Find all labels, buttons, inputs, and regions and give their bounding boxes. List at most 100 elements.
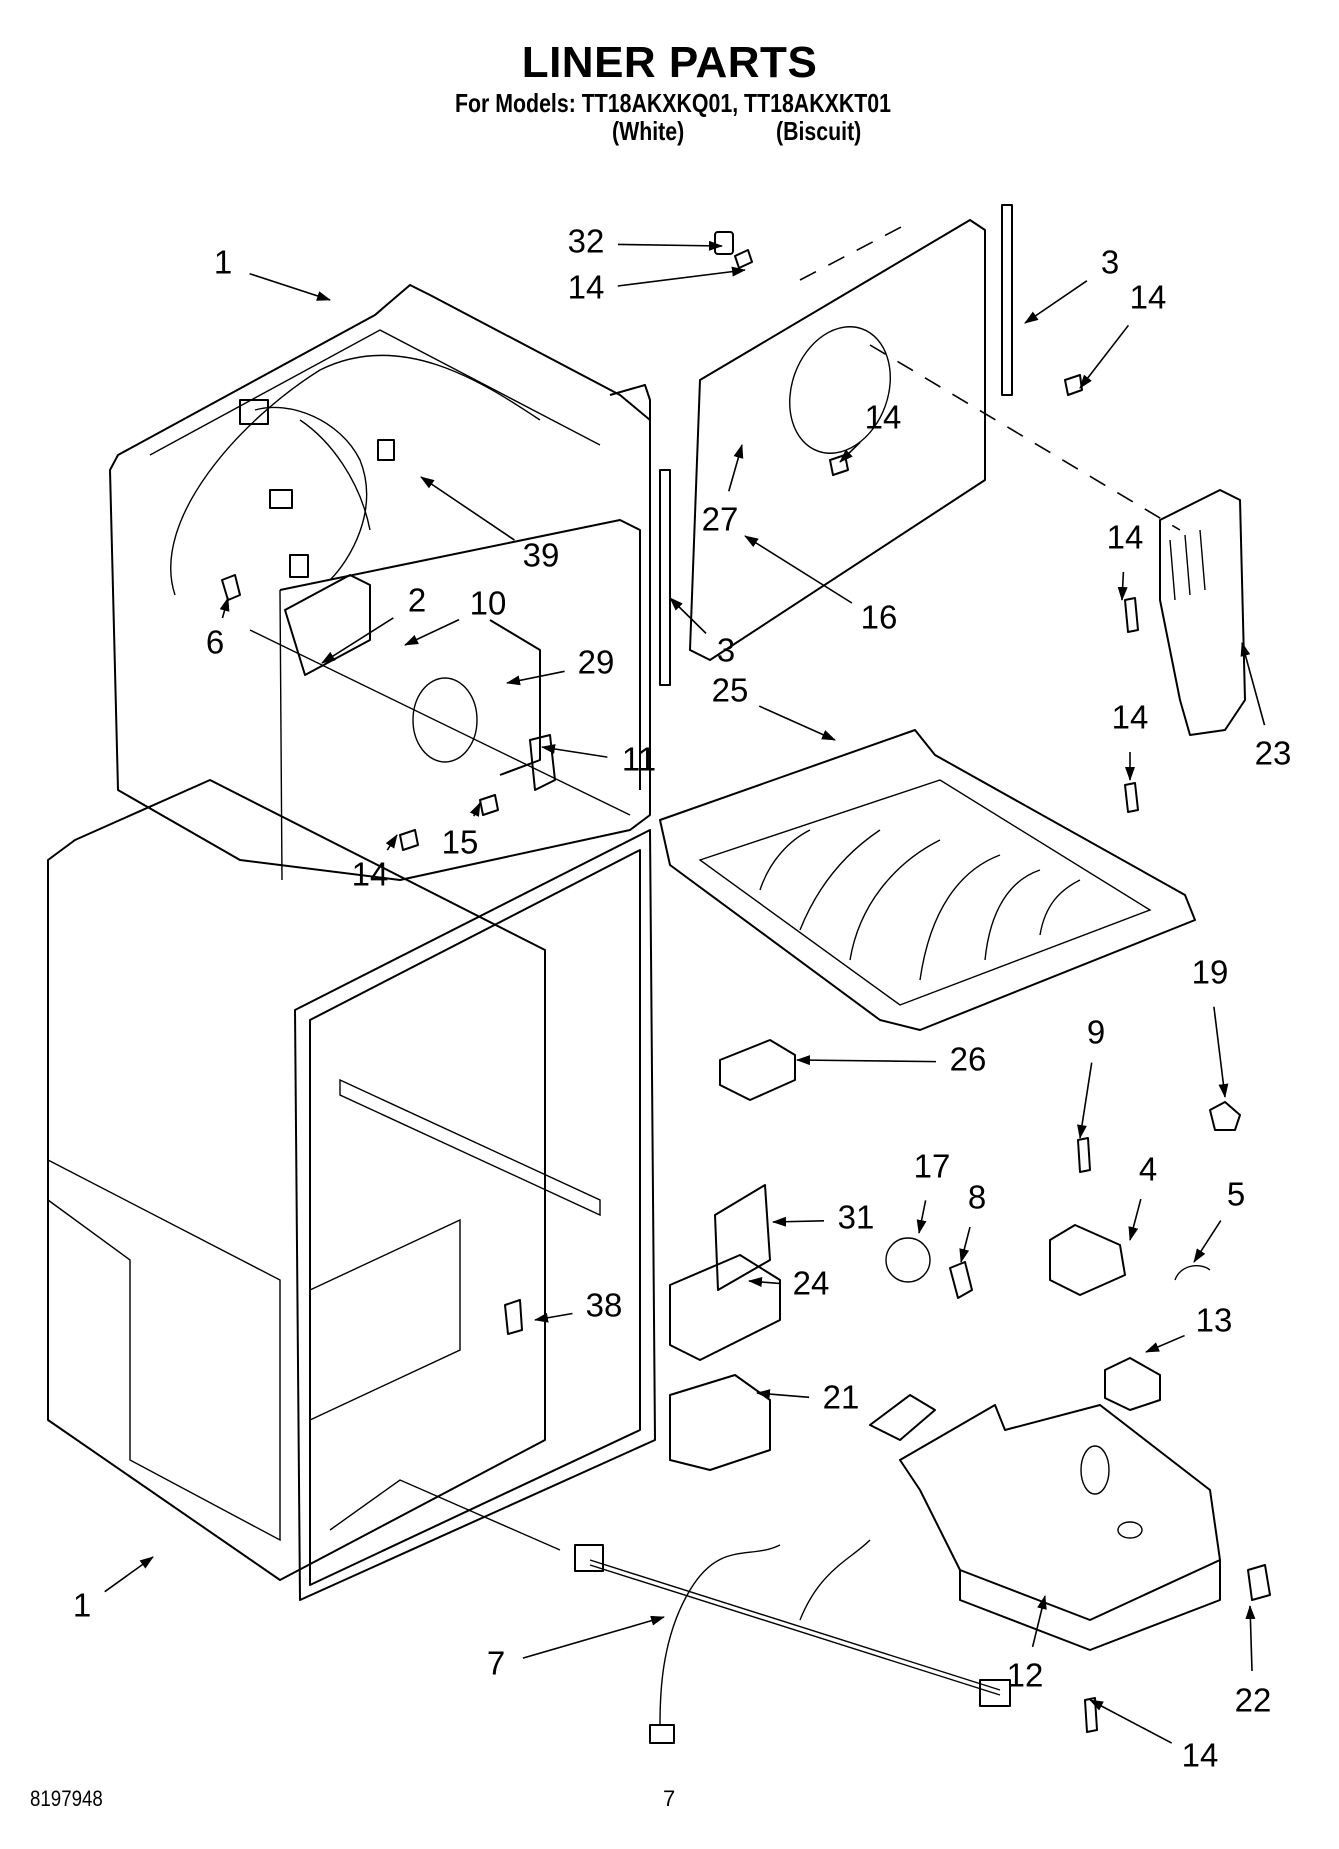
callout-17: 17: [914, 1148, 951, 1234]
part-number-label: 7: [487, 1645, 505, 1682]
variant-white: (White): [612, 116, 685, 146]
callout-14: 14: [1107, 519, 1144, 601]
part-number-label: 2: [408, 582, 426, 619]
part-number-label: 17: [914, 1148, 951, 1185]
part-number-label: 29: [578, 644, 615, 681]
freezer-wiring-harness: [170, 354, 541, 596]
fresh-food-liner: [47, 779, 656, 1601]
fan-motor-assembly: [249, 574, 631, 816]
leader-arrow: [1213, 1006, 1229, 1098]
callout-3: 3: [1024, 244, 1119, 324]
leader-arrow: [1031, 1595, 1047, 1648]
callout-8: 8: [959, 1179, 986, 1263]
callout-14: 14: [1079, 279, 1167, 389]
leader-arrow: [420, 476, 515, 541]
leader-arrow: [1240, 642, 1266, 726]
part-number-label: 12: [1007, 1657, 1044, 1694]
leader-arrow: [506, 670, 565, 686]
callout-14: 14: [1089, 1699, 1219, 1774]
part-number-label: 14: [352, 856, 389, 893]
callout-4: 4: [1128, 1151, 1157, 1241]
part-number-label: 5: [1227, 1176, 1245, 1213]
leader-arrow: [1145, 1334, 1185, 1353]
part-number-label: 3: [1101, 244, 1119, 281]
leader-arrow: [1245, 1605, 1256, 1672]
part-number-label: 16: [861, 599, 898, 636]
leader-arrow: [321, 617, 394, 664]
callout-23: 23: [1240, 642, 1292, 772]
part-number-label: 1: [214, 244, 232, 281]
part-number-label: 8: [968, 1179, 986, 1216]
part-number-label: 27: [702, 501, 739, 538]
document-number: 8197948: [30, 1786, 103, 1811]
freezer-liner: [109, 284, 651, 881]
part-number-label: 38: [586, 1287, 623, 1324]
part-number-label: 4: [1139, 1151, 1157, 1188]
part-number-label: 24: [793, 1265, 830, 1302]
leader-arrow: [728, 444, 744, 492]
leader-arrow: [617, 240, 723, 251]
leader-arrow: [916, 1200, 927, 1234]
callout-29: 29: [506, 644, 615, 686]
part-number-label: 14: [1130, 279, 1167, 316]
callout-22: 22: [1235, 1605, 1272, 1719]
callout-10: 10: [404, 585, 507, 646]
callout-14: 14: [839, 399, 902, 463]
callout-14: 14: [568, 266, 746, 306]
part-number-label: 11: [622, 741, 656, 778]
callout-32: 32: [568, 223, 723, 260]
callout-11: 11: [541, 741, 656, 778]
part-number-label: 22: [1235, 1682, 1272, 1719]
leader-arrow: [469, 802, 481, 817]
callout-12: 12: [1007, 1595, 1047, 1694]
part-number-label: 10: [470, 585, 507, 622]
part-number-label: 31: [838, 1199, 875, 1236]
part-number-label: 6: [206, 624, 224, 661]
part-number-label: 23: [1255, 735, 1292, 772]
leader-arrow: [748, 1277, 780, 1288]
part-number-label: 14: [1182, 1737, 1219, 1774]
part-number-label: 14: [865, 399, 902, 436]
leader-arrow: [104, 1556, 154, 1593]
callout-39: 39: [420, 476, 559, 574]
leader-arrow: [839, 441, 861, 463]
part-number-label: 9: [1087, 1014, 1105, 1051]
leader-arrow: [1079, 324, 1130, 389]
leader-arrow: [617, 266, 746, 287]
callout-26: 26: [796, 1041, 986, 1078]
evaporator-cover: [659, 204, 1181, 686]
leader-arrow: [772, 1216, 825, 1227]
leader-arrow: [522, 1615, 665, 1659]
leader-arrow: [758, 705, 836, 741]
callout-2: 2: [321, 582, 426, 664]
callout-7: 7: [487, 1615, 665, 1682]
part-number-label: 3: [717, 632, 735, 669]
leader-arrow: [1024, 280, 1088, 324]
part-number-label: 14: [1107, 519, 1144, 556]
callout-6: 6: [206, 597, 230, 661]
leader-arrow: [404, 618, 460, 646]
air-duct: [1159, 489, 1246, 736]
callout-1: 1: [214, 244, 331, 301]
part-number-label: 19: [1192, 954, 1229, 991]
models-line: For Models: TT18AKXKQ01, TT18AKXKT01: [455, 88, 891, 118]
leader-arrow: [541, 744, 608, 758]
leader-arrow: [1089, 1699, 1173, 1744]
page-title: LINER PARTS: [521, 38, 818, 87]
part-number-label: 14: [568, 269, 605, 306]
callout-25: 25: [712, 672, 836, 741]
callout-15: 15: [442, 802, 481, 861]
leader-arrow: [1128, 1198, 1142, 1241]
callout-19: 19: [1192, 954, 1229, 1098]
control-housing: [869, 1394, 1221, 1651]
callout-1: 1: [73, 1556, 154, 1624]
callout-13: 13: [1145, 1302, 1233, 1353]
part-number-label: 13: [1196, 1302, 1233, 1339]
small-components: [504, 1039, 1241, 1471]
part-number-label: 32: [568, 223, 605, 260]
leader-arrow: [534, 1312, 573, 1323]
page-number: 7: [663, 1786, 676, 1811]
leader-arrow: [669, 597, 707, 634]
leader-arrow: [219, 597, 230, 619]
